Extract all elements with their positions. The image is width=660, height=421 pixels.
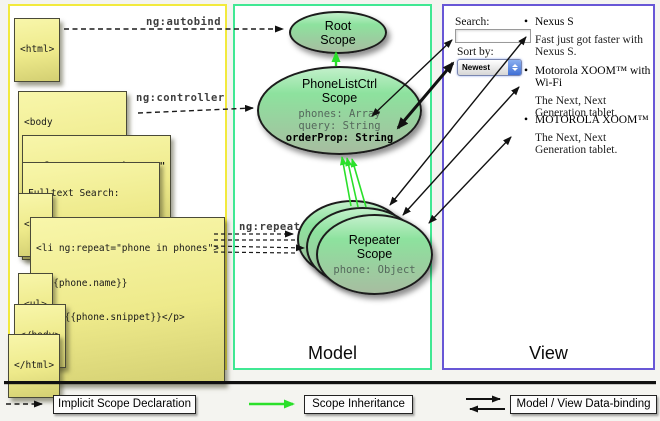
repeater-scope-title: Scope — [356, 247, 393, 261]
phonelistctrl-scope-ellipse: PhoneListCtrl Scope phones: Array query:… — [257, 66, 422, 155]
list-item: Motorola XOOM™ with Wi-Fi The Next, Next… — [524, 65, 654, 119]
ng-autobind-label: ng:autobind — [146, 16, 222, 28]
list-item: MOTOROLA XOOM™ The Next, Next Generation… — [524, 114, 654, 156]
sort-label: Sort by: — [457, 46, 494, 58]
legend-scope-inheritance: Scope Inheritance — [304, 395, 413, 414]
sort-select[interactable]: Newest — [457, 59, 522, 76]
phonelistctrl-scope-title: PhoneListCtrl — [301, 77, 378, 91]
sort-select-value: Newest — [462, 63, 491, 72]
ng-repeat-label: ng:repeat — [239, 221, 301, 233]
search-label: Search: — [455, 16, 490, 28]
code-box-html-close: </html> — [8, 334, 61, 398]
search-input[interactable] — [455, 29, 531, 43]
phone-title: Nexus S — [535, 16, 574, 28]
repeater-scope-title: Repeater — [348, 233, 401, 247]
code-line: <html> — [20, 44, 55, 55]
code-box-html-open: <html> — [14, 18, 61, 82]
phonelistctrl-scope-title: Scope — [321, 91, 358, 105]
code-line: </html> — [14, 360, 55, 371]
code-line: <body — [24, 117, 53, 128]
code-line: <li ng:repeat="phone in phones"> — [36, 243, 220, 254]
code-line: {{phone.name}} — [36, 277, 128, 289]
phone-snippet: Fast just got faster with Nexus S. — [535, 34, 643, 58]
code-line: <p>{{phone.snippet}}</p> — [36, 312, 185, 323]
scope-prop-orderprop: orderProp: String — [285, 132, 394, 144]
model-panel-label: Model — [307, 343, 358, 363]
scope-prop-phone: phone: Object — [333, 264, 416, 276]
root-scope-title: Scope — [320, 32, 356, 47]
view-panel-label: View — [529, 343, 568, 363]
legend-implicit-scope-declaration: Implicit Scope Declaration — [53, 395, 196, 414]
root-scope-title: Root — [324, 18, 352, 33]
scope-prop-phones: phones: Array — [298, 108, 381, 120]
root-scope-ellipse: Root Scope — [289, 11, 387, 54]
scope-prop-query: query: String — [298, 120, 381, 132]
phone-snippet: The Next, Next Generation tablet. — [535, 95, 618, 119]
repeater-scope-ellipse-front: Repeater Scope phone: Object — [316, 214, 433, 295]
phone-title: MOTOROLA XOOM™ — [535, 114, 649, 126]
phone-snippet: The Next, Next Generation tablet. — [535, 132, 618, 156]
dropdown-stepper-icon — [508, 60, 521, 75]
phone-title: Motorola XOOM™ with Wi-Fi — [535, 65, 651, 89]
model-panel: Model — [233, 4, 432, 370]
ng-controller-label: ng:controller — [136, 92, 225, 104]
legend-model-view-data-binding: Model / View Data-binding — [510, 395, 657, 414]
list-item: Nexus S Fast just got faster with Nexus … — [524, 16, 654, 58]
